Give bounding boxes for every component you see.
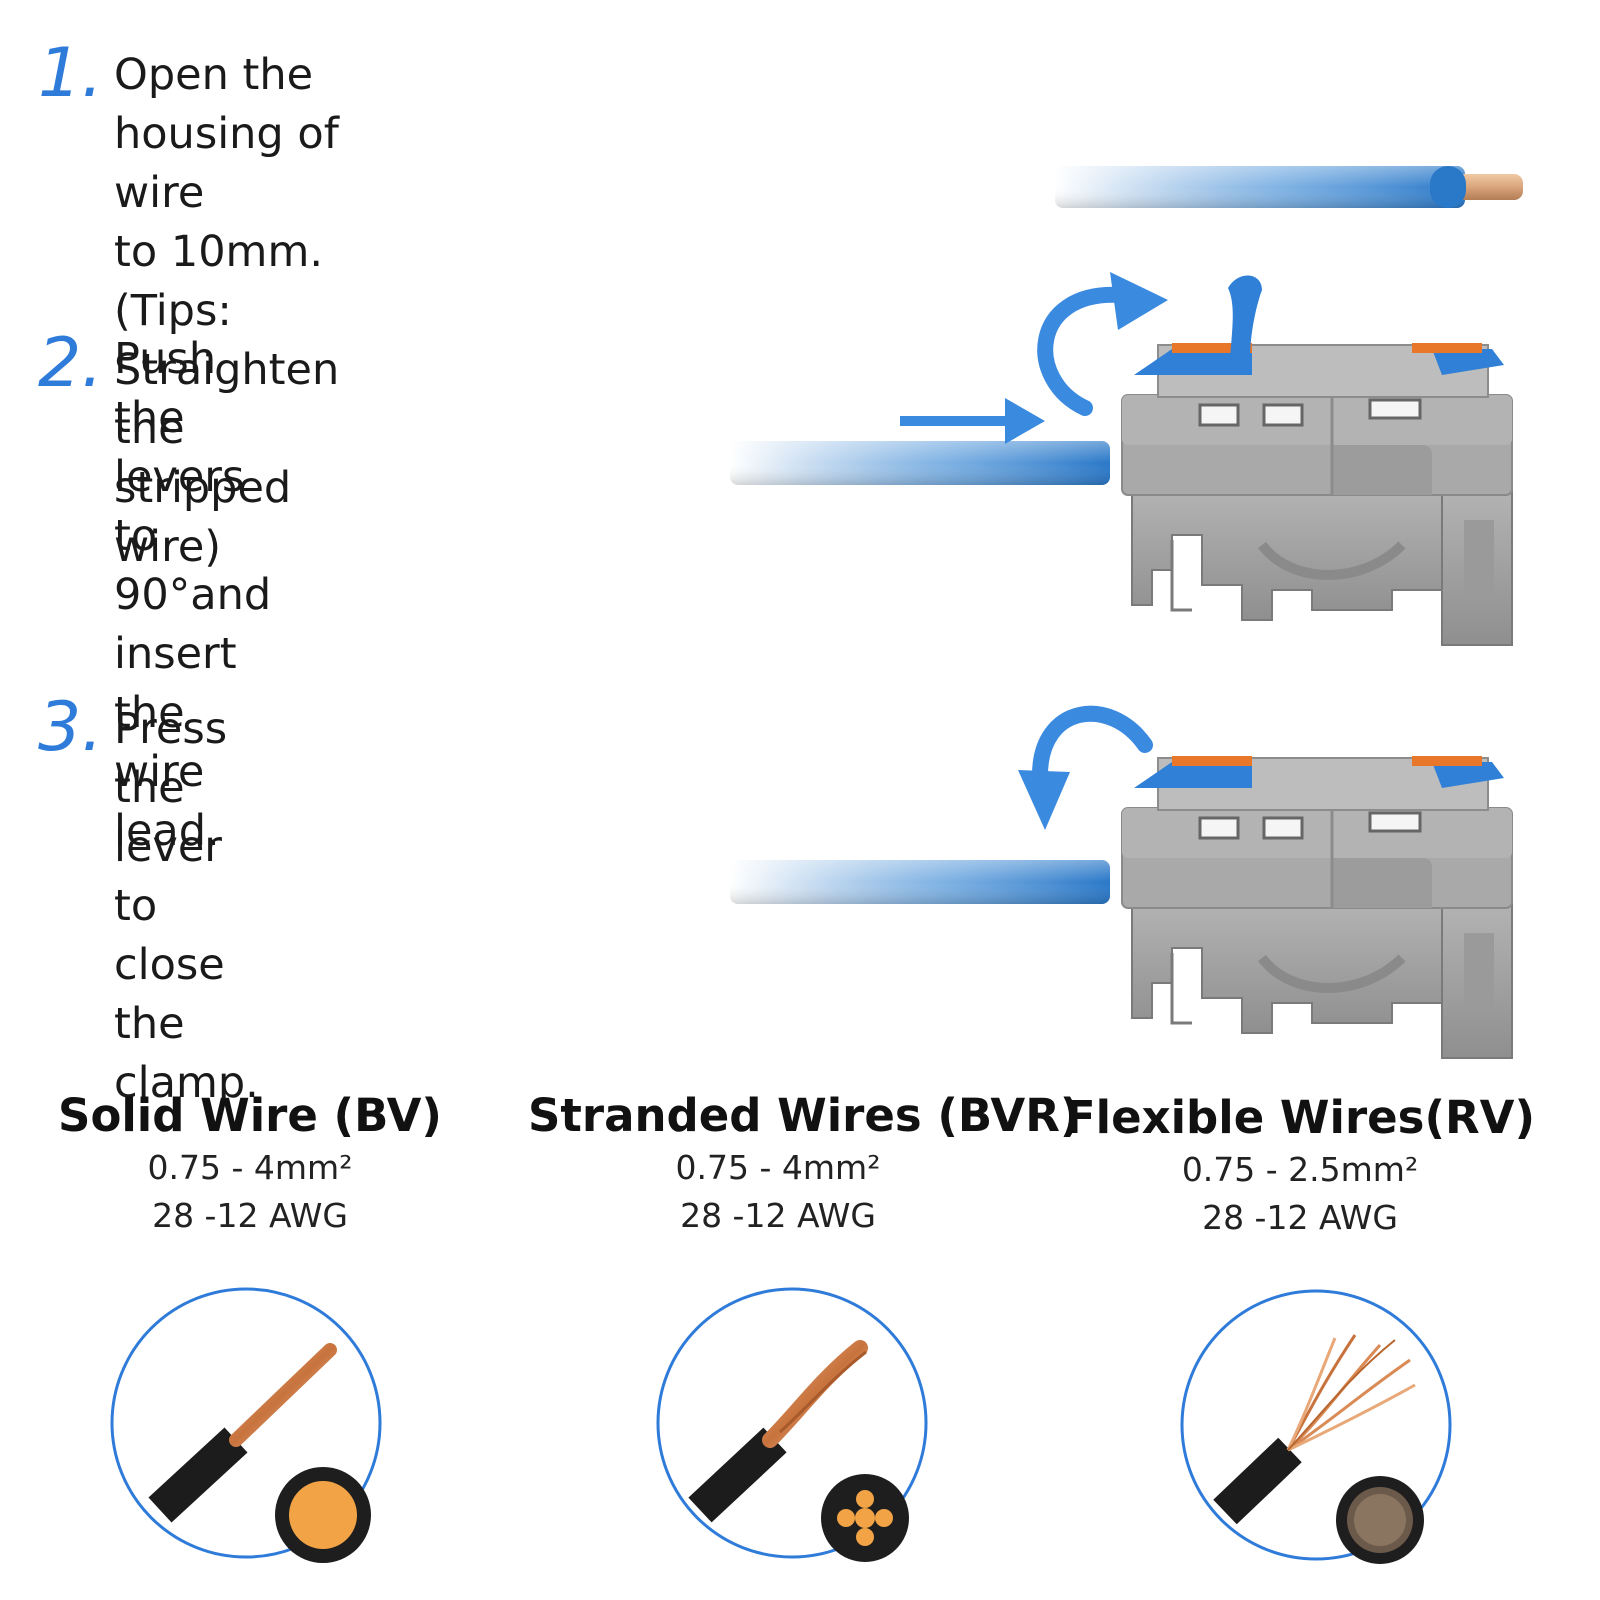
wire-type-solid: Solid Wire (BV) 0.75 - 4mm² 28 -12 AWG (0, 1088, 500, 1240)
step-2-number: 2. (38, 324, 103, 403)
connector-open (730, 272, 1512, 645)
wire-type-awg: 28 -12 AWG (680, 1196, 876, 1235)
solid-wire-illustration (110, 1287, 382, 1563)
wire-type-stranded: Stranded Wires (BVR) 0.75 - 4mm² 28 -12 … (528, 1088, 1081, 1240)
connector-closed (730, 705, 1512, 1058)
stripped-wire (1055, 166, 1523, 208)
step-1-number: 1. (38, 34, 103, 113)
wire-type-title: Solid Wire (BV) (58, 1089, 442, 1142)
flexible-wire-illustration (1180, 1289, 1452, 1564)
step-1-text: Open the housing of wire to 10mm. (Tips:… (114, 50, 340, 572)
step-3-text: Press the lever to close the clamp. (114, 704, 259, 1108)
wire-type-awg: 28 -12 AWG (1202, 1198, 1398, 1237)
wire-type-size: 0.75 - 4mm² (147, 1148, 353, 1187)
wire-type-flexible: Flexible Wires(RV) 0.75 - 2.5mm² 28 -12 … (1050, 1090, 1550, 1242)
wire-type-size: 0.75 - 2.5mm² (1181, 1150, 1419, 1189)
wire-type-title: Stranded Wires (BVR) (528, 1089, 1081, 1142)
step-2-text: Push the levers to 90°and insert the wir… (114, 334, 272, 856)
wire-type-title: Flexible Wires(RV) (1064, 1091, 1536, 1144)
step-3-number: 3. (38, 688, 103, 767)
wire-type-awg: 28 -12 AWG (152, 1196, 348, 1235)
wire-type-size: 0.75 - 4mm² (675, 1148, 881, 1187)
stranded-wire-illustration (656, 1287, 928, 1562)
